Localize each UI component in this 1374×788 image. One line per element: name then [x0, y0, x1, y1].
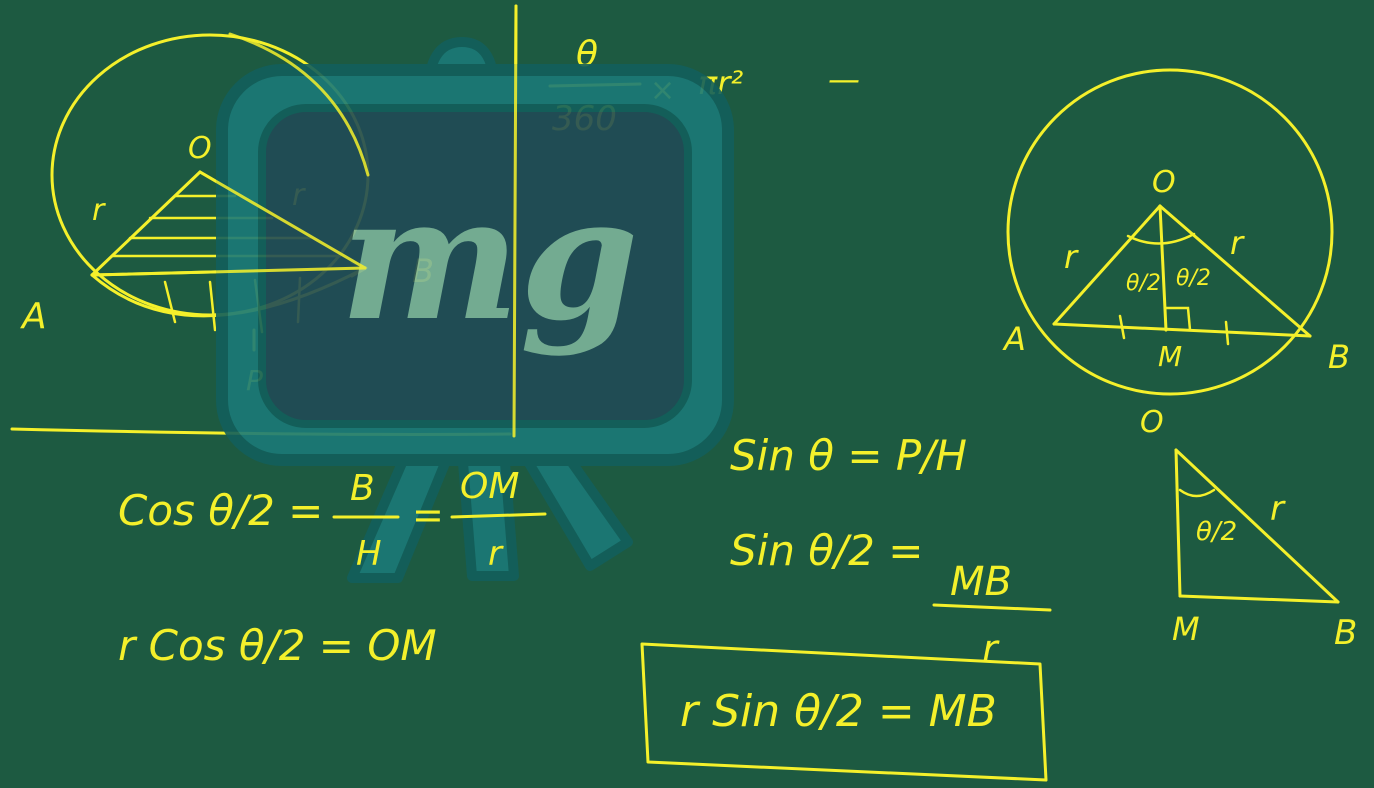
sin-half-bar [932, 603, 1052, 612]
rcos-equation: r Cos θ/2 = OM [118, 621, 437, 670]
formula-dash: — [828, 60, 860, 98]
cos-lhs: Cos θ/2 = [118, 486, 323, 535]
rc-label-theta-right: θ/2 [1176, 266, 1211, 291]
rc-label-theta-left: θ/2 [1126, 271, 1161, 296]
right-triangle-diagram: O θ/2 r M B [1140, 405, 1357, 653]
left-radius-oa [90, 170, 202, 277]
cos-eq2: = [412, 493, 444, 537]
tick-mb [1224, 320, 1230, 346]
sin-half-num: MB [950, 559, 1012, 605]
sin-half-lhs: Sin θ/2 = [730, 526, 923, 575]
right-altitude-om [1158, 204, 1168, 332]
cos-frac2-den: r [488, 534, 504, 574]
cos-frac1-den: H [356, 534, 382, 574]
rc-label-r-right: r [1230, 224, 1245, 262]
triangle-mb [1178, 594, 1340, 604]
logo-text: mg [340, 159, 639, 359]
cos-equation: Cos θ/2 = B H = OM r [118, 466, 547, 574]
right-angle-box [1164, 306, 1192, 332]
rc-label-o: O [1152, 165, 1176, 200]
rc-label-r-left: r [1064, 238, 1079, 276]
rt-label-o: O [1140, 405, 1164, 440]
sin-half-den: r [982, 627, 1000, 671]
boxed-equation: r Sin θ/2 = MB [680, 686, 997, 737]
sin-half-equation: Sin θ/2 = MB r [730, 526, 1052, 671]
rt-label-b: B [1334, 613, 1357, 653]
right-angle-arc [1126, 232, 1196, 245]
rt-label-theta: θ/2 [1196, 517, 1237, 547]
overlay-strokes [90, 4, 518, 438]
right-circle [1006, 68, 1334, 396]
cos-frac2-num: OM [460, 466, 519, 507]
label-r-left: r [92, 193, 106, 228]
right-radius-oa [1052, 204, 1162, 326]
cos-frac1-num: B [350, 468, 375, 509]
label-o: O [188, 131, 212, 166]
rc-label-b: B [1328, 338, 1350, 376]
right-chord-ab [1052, 322, 1312, 338]
tick-am [1118, 314, 1126, 340]
label-a: A [20, 296, 47, 337]
triangle-angle-arc [1178, 488, 1216, 498]
boxed-result: r Sin θ/2 = MB [640, 642, 1048, 782]
rt-label-m: M [1172, 610, 1200, 648]
logo-screen [258, 104, 692, 428]
right-circle-diagram: O r r θ/2 θ/2 A M B [1002, 68, 1350, 396]
rc-label-a: A [1002, 320, 1026, 358]
triangle-om [1174, 448, 1182, 598]
triangle-ob [1174, 448, 1340, 604]
result-box [640, 642, 1048, 782]
cos-frac2-bar [450, 512, 547, 519]
sin-equation: Sin θ = P/H [730, 431, 967, 480]
right-radius-ob [1158, 204, 1312, 338]
mg-logo: mg [216, 36, 734, 583]
rc-label-m: M [1158, 340, 1182, 373]
rt-label-r: r [1270, 489, 1286, 529]
